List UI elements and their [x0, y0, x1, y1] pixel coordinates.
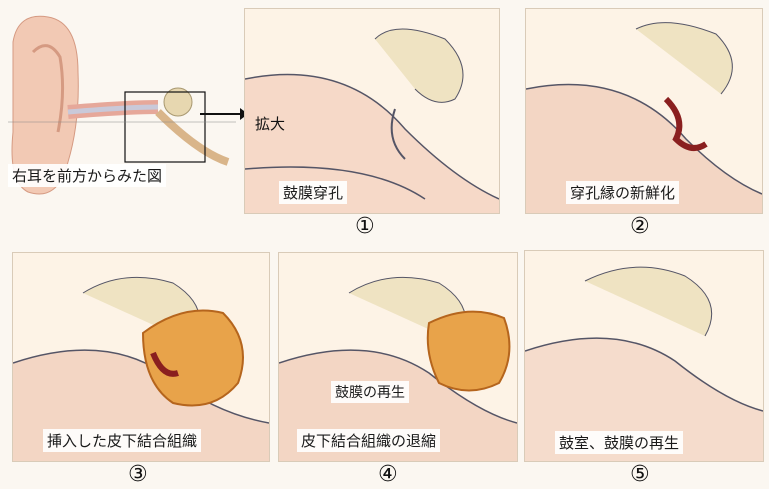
zoom-label: 拡大 — [255, 113, 285, 134]
panel-step-1: 拡大 鼓膜穿孔 — [244, 8, 500, 214]
panel-step-4: 鼓膜の再生 皮下結合組織の退縮 — [278, 252, 518, 462]
p5-number: ⑤ — [630, 462, 650, 487]
panel-step-5: 鼓室、鼓膜の再生 — [524, 250, 764, 462]
panel-step-2: 穿孔縁の新鮮化 — [525, 8, 763, 214]
zoom-arrow-icon — [200, 100, 248, 130]
p2-number: ② — [630, 214, 650, 239]
p4-number: ④ — [378, 462, 398, 487]
p5-caption: 鼓室、鼓膜の再生 — [555, 431, 683, 454]
overview-caption: 右耳を前方からみた図 — [8, 164, 166, 187]
p1-number: ① — [355, 214, 375, 239]
p3-caption: 挿入した皮下結合組織 — [43, 429, 201, 452]
panel-step-3: 挿入した皮下結合組織 — [12, 252, 270, 462]
p2-caption: 穿孔縁の新鮮化 — [566, 181, 679, 204]
p4-caption-top: 鼓膜の再生 — [331, 381, 409, 403]
p4-caption: 皮下結合組織の退縮 — [297, 429, 440, 452]
p1-caption: 鼓膜穿孔 — [279, 181, 347, 204]
p3-number: ③ — [128, 462, 148, 487]
